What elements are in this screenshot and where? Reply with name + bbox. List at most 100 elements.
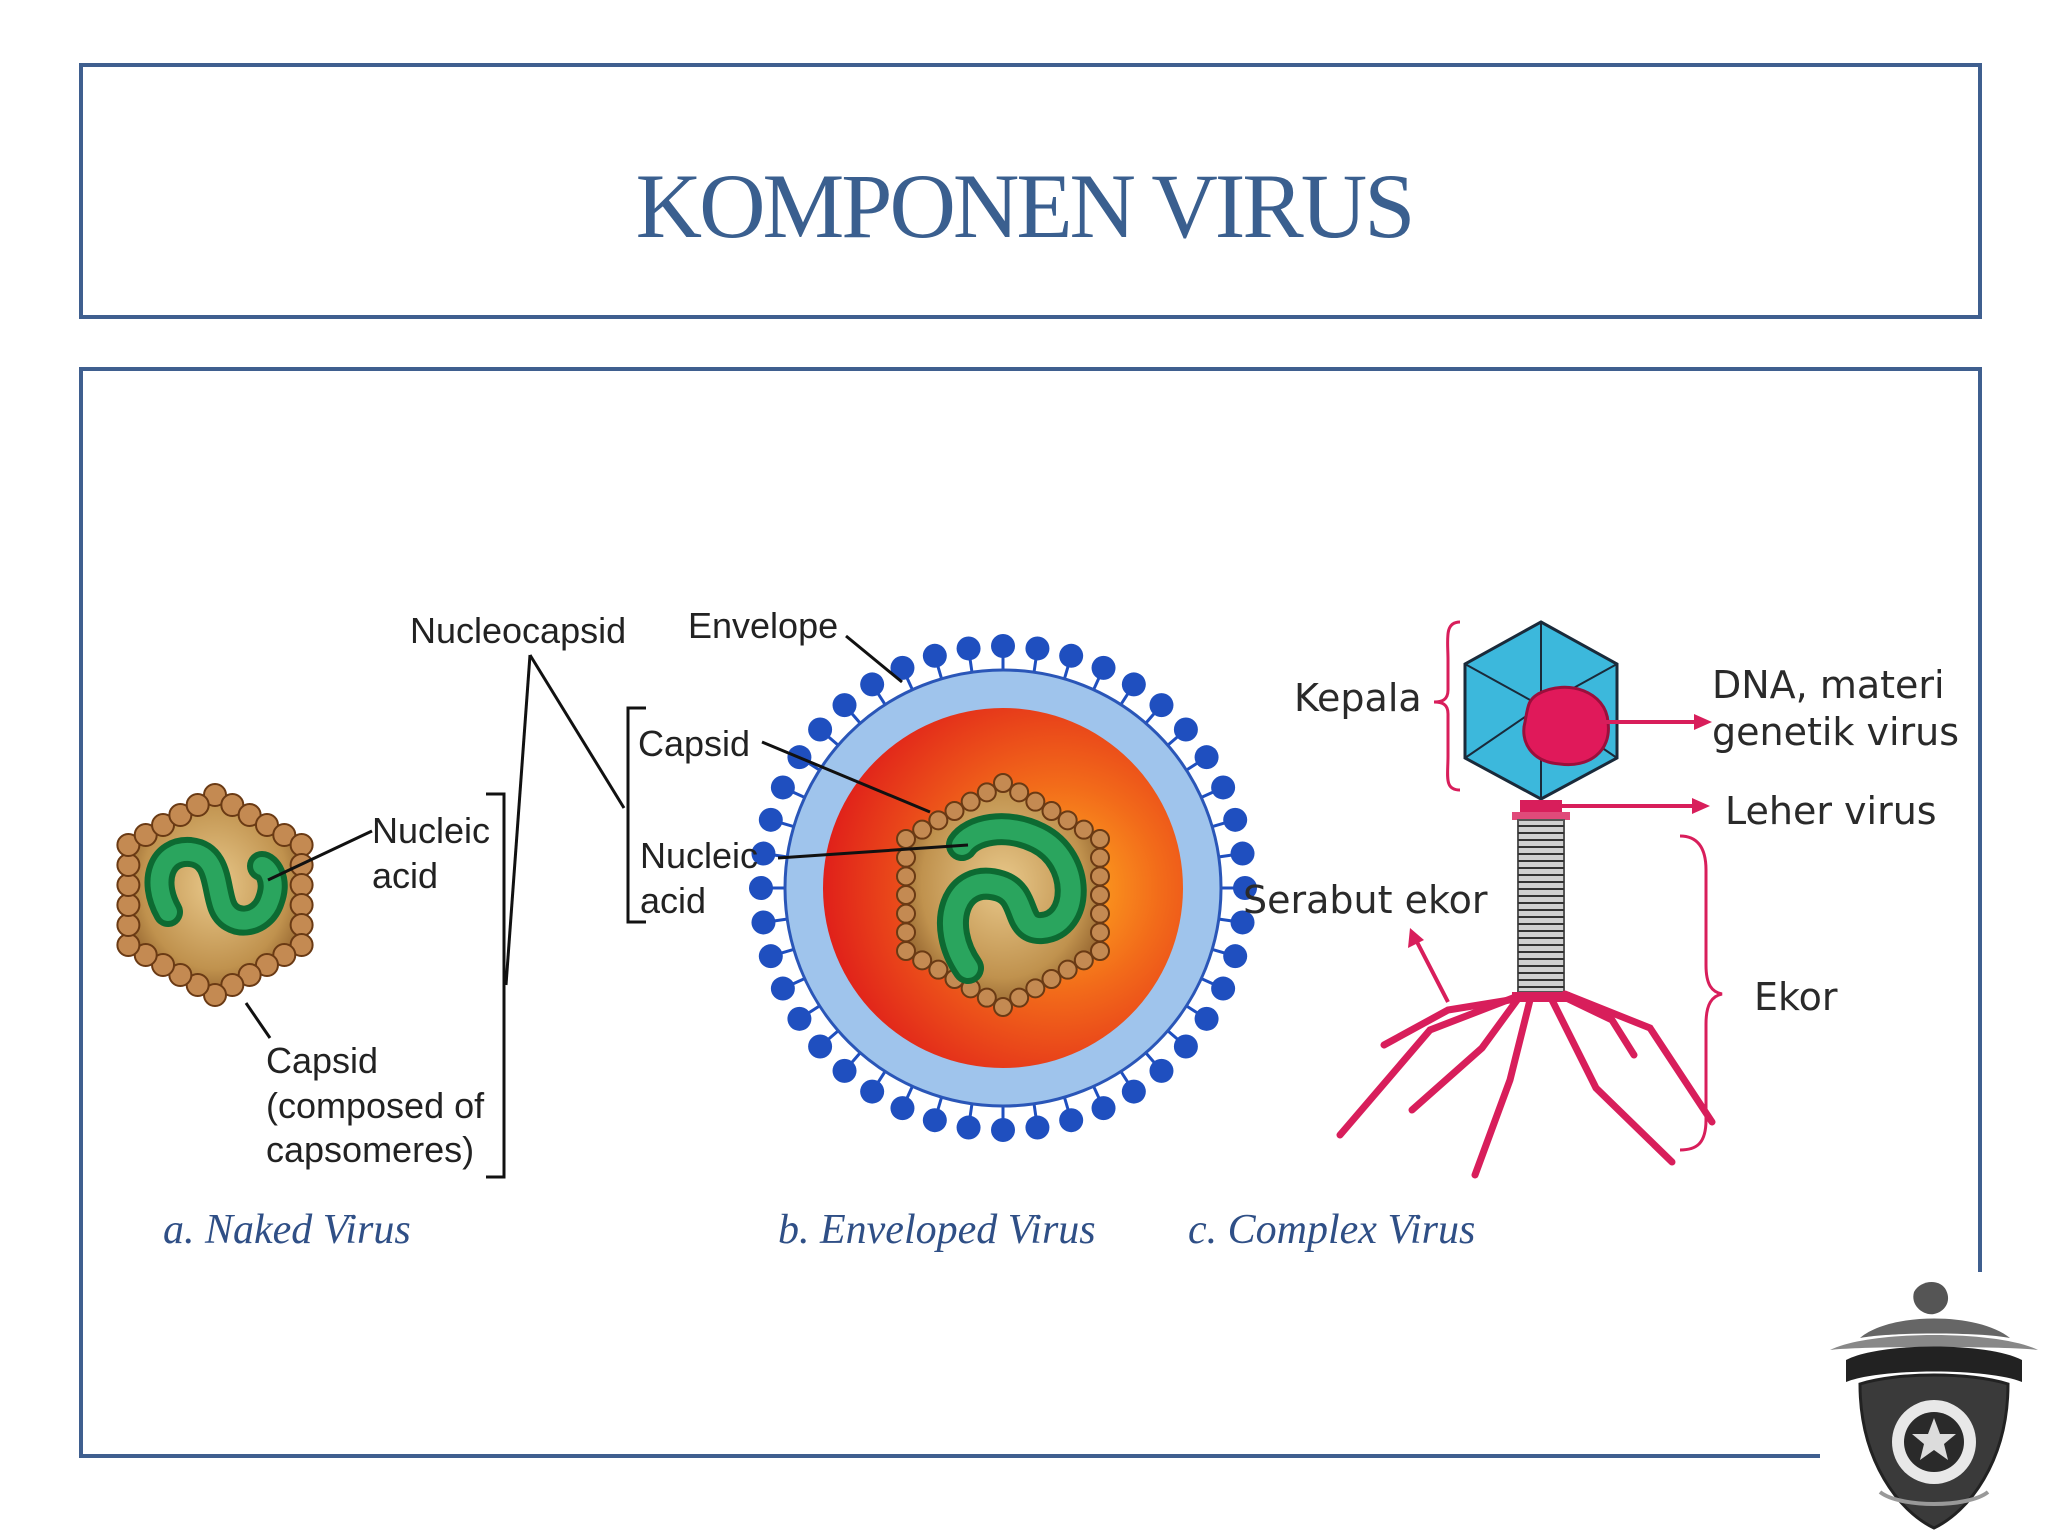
- envelope-spike-head: [860, 1079, 885, 1104]
- page-title: KOMPONEN VIRUS: [635, 155, 1416, 257]
- phage-dna: [1522, 685, 1610, 767]
- envelope-spike-head: [922, 643, 947, 668]
- envelope-spike-head: [1059, 643, 1084, 668]
- envelope-spike-head: [787, 1006, 812, 1031]
- capsomere-bead: [289, 873, 314, 897]
- naked-capsid-label-1: Capsid: [266, 1040, 378, 1081]
- capsomere-bead: [116, 853, 141, 877]
- phage-collar: [1512, 812, 1570, 820]
- capsomere-bead: [896, 885, 917, 905]
- capsomere-bead: [1089, 847, 1110, 868]
- envelope-spike-head: [1149, 1058, 1174, 1083]
- envelope-spike-head: [832, 693, 857, 718]
- envelope-spike-head: [1211, 976, 1236, 1001]
- capsomere-bead: [960, 791, 981, 812]
- envelope-label: Envelope: [688, 605, 838, 646]
- capsomere-bead: [1057, 810, 1078, 831]
- nucleocapsid-line-right: [528, 654, 626, 809]
- capsomere-bead: [912, 819, 933, 840]
- envelope-spike-head: [1173, 717, 1198, 742]
- phage-baseplate: [1512, 992, 1570, 1002]
- envelope-spike-head: [832, 1058, 857, 1083]
- capsomere-bead: [116, 933, 141, 957]
- envelope-spike-head: [956, 636, 981, 661]
- caption-naked: a. Naked Virus: [163, 1207, 411, 1253]
- capsomere-bead: [1057, 959, 1078, 980]
- dna-label-1: DNA, materi: [1712, 663, 1945, 707]
- envelope-spike-head: [758, 944, 783, 969]
- virus-envelope-icon: [749, 634, 1257, 1142]
- capsomere-bead: [1073, 819, 1094, 840]
- capsomere-bead: [993, 773, 1013, 793]
- naked-capsid-label-2: (composed of: [266, 1085, 485, 1126]
- capsomere-bead: [1089, 829, 1110, 849]
- naked-nucleic-pointer: [267, 829, 373, 882]
- capsomere-bead: [944, 801, 965, 821]
- serabut-label: Serabut ekor: [1243, 878, 1488, 922]
- capsomere-bead: [896, 903, 917, 924]
- capsomere-bead: [896, 829, 917, 849]
- envelope-spike-head: [1223, 807, 1248, 832]
- envelope-spike-head: [1223, 944, 1248, 969]
- naked-capsomere-beads: [116, 783, 314, 1007]
- envelope-spike-head: [991, 1118, 1015, 1142]
- capsomere-bead: [289, 893, 314, 917]
- envelope-spike-head: [1091, 1096, 1116, 1121]
- enveloped-nucleic-label-2: acid: [640, 880, 706, 921]
- envelope-spike-head: [808, 717, 833, 742]
- dna-label-2: genetik virus: [1712, 710, 1959, 754]
- phage-tail-rings: [1518, 825, 1564, 988]
- envelope-spike-head: [1211, 775, 1236, 800]
- enveloped-capsomere-beads: [896, 773, 1110, 1017]
- envelope-spike-head: [751, 910, 776, 935]
- envelope-spike-head: [1194, 745, 1219, 770]
- caption-complex: c. Complex Virus: [1188, 1207, 1476, 1253]
- capsomere-bead: [1089, 866, 1110, 887]
- capsomere-bead: [116, 913, 141, 937]
- envelope-spike-head: [751, 841, 776, 866]
- envelope-pointer: [845, 634, 903, 684]
- capsomere-bead: [1089, 922, 1110, 943]
- naked-capsid-label-3: capsomeres): [266, 1129, 474, 1170]
- capsomere-bead: [1089, 885, 1110, 905]
- capsomere-bead: [116, 893, 141, 917]
- capsomere-bead: [912, 950, 933, 971]
- serabut-arrow: [1408, 928, 1450, 1003]
- capsomere-bead: [1089, 903, 1110, 924]
- capsomere-bead: [928, 810, 949, 831]
- leher-arrow: [1560, 798, 1710, 814]
- envelope-spike-head: [1230, 910, 1255, 935]
- capsomere-bead: [976, 782, 997, 803]
- envelope-spike-head: [890, 655, 915, 680]
- envelope-spike-head: [1025, 1115, 1050, 1140]
- ekor-brace: [1679, 834, 1723, 1152]
- capsomere-bead: [896, 847, 917, 868]
- envelope-spike-head: [770, 775, 795, 800]
- envelope-spike-head: [1121, 672, 1146, 697]
- capsomere-bead: [1025, 791, 1046, 812]
- capsomere-bead: [1041, 969, 1062, 989]
- naked-nucleic-acid-inner: [150, 843, 282, 930]
- capsomere-bead: [976, 987, 997, 1008]
- leher-label: Leher virus: [1725, 789, 1937, 833]
- bacteriophage-icon: [1336, 620, 1716, 1179]
- capsomere-bead: [1073, 950, 1094, 971]
- envelope-spike-head: [808, 1034, 833, 1059]
- enveloped-nucleic-pointer: [777, 843, 969, 860]
- capsomere-bead: [1089, 941, 1110, 961]
- envelope-spike-head: [991, 634, 1015, 658]
- capsomere-bead: [116, 873, 141, 897]
- envelope-spike-head: [1149, 693, 1174, 718]
- capsomere-bead: [289, 833, 314, 857]
- nucleocapsid-label: Nucleocapsid: [410, 610, 626, 651]
- capsomere-bead: [1009, 987, 1030, 1008]
- capsomere-bead: [896, 866, 917, 887]
- phage-neck: [1520, 800, 1562, 814]
- envelope-spike-head: [922, 1108, 947, 1133]
- envelope-spike-head: [956, 1115, 981, 1140]
- naked-virus-icon: [116, 783, 314, 1007]
- envelope-spike-head: [1121, 1079, 1146, 1104]
- nucleocapsid-line-left: [504, 654, 532, 986]
- envelope-spike-head: [1194, 1006, 1219, 1031]
